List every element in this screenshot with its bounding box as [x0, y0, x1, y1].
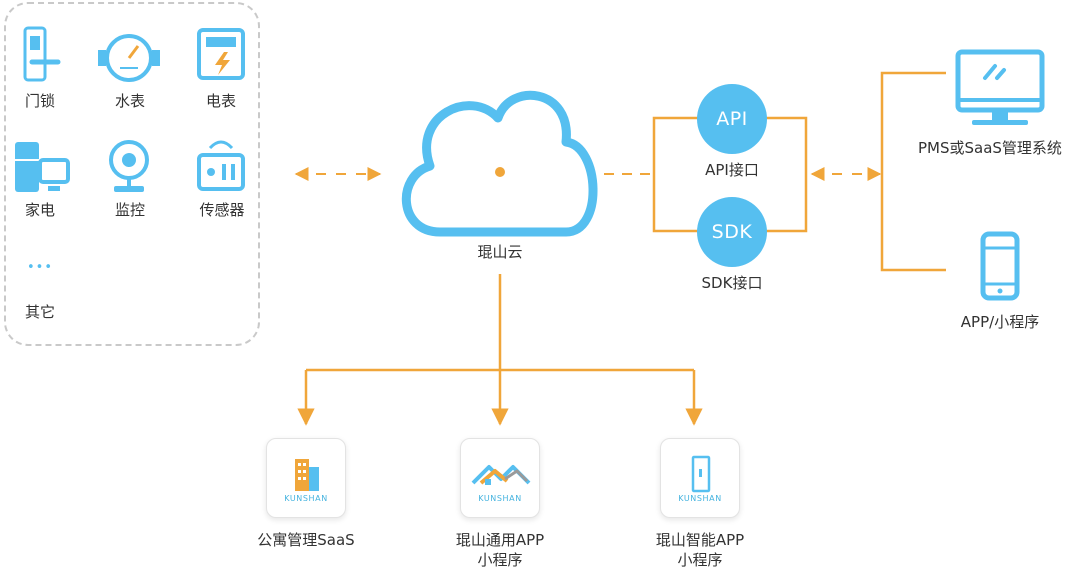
- device-label-electric-meter: 电表: [205, 92, 236, 110]
- more-dots-icon: •••: [26, 260, 53, 275]
- clients-bracket: [880, 71, 946, 272]
- device-label-sensor: 传感器: [199, 201, 245, 219]
- product-label-smart-app: 琨山智能APP: [655, 531, 745, 549]
- smart-app-icon: KUNSHAN: [660, 438, 740, 518]
- buildings-icon: [295, 459, 319, 491]
- device-label-water-meter: 水表: [114, 92, 145, 110]
- api-badge: API: [697, 84, 767, 154]
- lock-icon: [23, 26, 61, 82]
- device-label-lock: 门锁: [24, 92, 55, 110]
- phone-icon: [980, 231, 1020, 301]
- saas-app-icon: KUNSHAN: [266, 438, 346, 518]
- device-label-appliance: 家电: [24, 201, 55, 219]
- interfaces-right-bracket: [766, 116, 808, 233]
- brand-text: KUNSHAN: [478, 494, 522, 503]
- api-label: API接口: [705, 161, 759, 179]
- brand-text: KUNSHAN: [678, 494, 722, 503]
- rooftops-icon: [471, 465, 531, 485]
- camera-icon: [109, 140, 149, 192]
- water-meter-icon: [98, 34, 160, 82]
- product-label-saas: 公寓管理SaaS: [257, 531, 355, 549]
- cloud-label: 琨山云: [477, 243, 523, 261]
- brand-text: KUNSHAN: [284, 494, 328, 503]
- device-label-other: 其它: [24, 303, 55, 321]
- interfaces-left-bracket: [652, 116, 698, 233]
- cloud-icon: [402, 90, 598, 237]
- pms-monitor-icon: [955, 49, 1045, 125]
- client-label-app: APP/小程序: [960, 313, 1040, 331]
- device-label-monitor: 监控: [114, 201, 145, 219]
- product-label-general-app: 琨山通用APP: [455, 531, 545, 549]
- sdk-label: SDK接口: [701, 274, 763, 292]
- electric-meter-icon: [197, 28, 245, 80]
- product-sublabel-general-app: 小程序: [477, 551, 523, 569]
- product-sublabel-smart-app: 小程序: [677, 551, 723, 569]
- device-panel: [4, 2, 260, 346]
- sensor-icon: [197, 140, 245, 191]
- client-label-pms: PMS或SaaS管理系统: [918, 139, 1062, 157]
- appliance-icon: [15, 142, 70, 192]
- general-app-icon: KUNSHAN: [460, 438, 540, 518]
- sdk-badge: SDK: [697, 197, 767, 267]
- door-icon: [691, 455, 711, 493]
